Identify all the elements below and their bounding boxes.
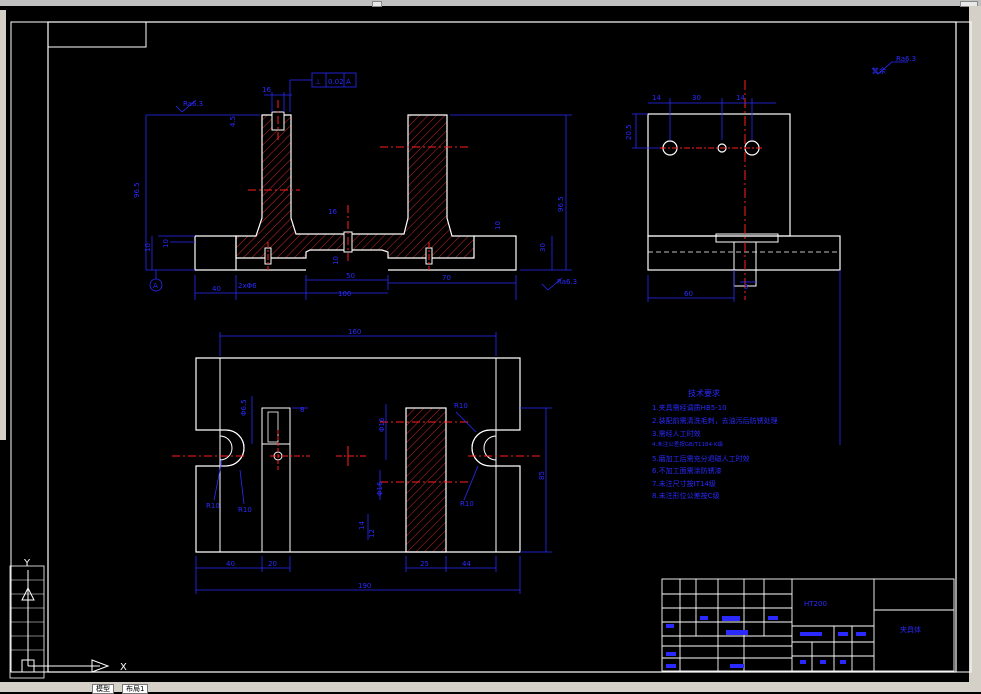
roughness-right: Ra6.3 xyxy=(557,278,577,286)
notes-title: 技术要求 xyxy=(688,388,720,398)
dim-right-25: 25 xyxy=(420,560,429,568)
top-section-hatch xyxy=(405,407,447,553)
dim-total-h-right: 96.5 xyxy=(557,196,565,212)
outer-border xyxy=(10,21,972,673)
front-view xyxy=(194,100,517,271)
dim-right-step: 10 xyxy=(494,221,502,230)
roughness-marks xyxy=(175,61,908,291)
dim-center-w: 50 xyxy=(346,272,355,280)
dim-r10d: R10 xyxy=(454,402,468,410)
dim-right-w: 70 xyxy=(442,274,451,282)
global-roughness-label: 其余 xyxy=(872,66,886,75)
tolerance-symbol: ⊥ xyxy=(315,78,321,86)
dim-top-slot: 16 xyxy=(262,86,271,94)
title-block-text: HT200 夹具体 xyxy=(666,600,921,668)
note-8: 8.未注形位公差按C级 xyxy=(652,491,720,500)
dim-left-40: 40 xyxy=(226,560,235,568)
dim-hole-b: Φ16 xyxy=(376,481,384,496)
bottom-tab-bar xyxy=(0,682,981,692)
technical-notes: 技术要求 1.夹具需经调质HB5-10 2.装配前需清洗毛刺，去油污后防锈处理 … xyxy=(652,388,778,500)
ucs-y: Y xyxy=(23,558,31,569)
global-roughness-value: Ra6.3 xyxy=(896,55,916,63)
dim-left-20: 20 xyxy=(268,560,277,568)
dim-top-w: 160 xyxy=(348,328,361,336)
left-foot xyxy=(194,235,237,271)
side-d3: 14 xyxy=(736,94,745,102)
vertical-scrollbar[interactable] xyxy=(969,6,981,682)
dim-mid-depth: 10 xyxy=(332,256,340,265)
dim-small-c: 14 xyxy=(358,521,366,530)
note-5: 5.磨加工后需充分退磁人工时效 xyxy=(652,454,750,463)
dim-left-small: 10 xyxy=(162,239,170,248)
dim-r10c: R10 xyxy=(460,500,474,508)
dim-r10a: R10 xyxy=(206,502,220,510)
dim-hole-a: Φ16 xyxy=(378,417,386,432)
side-dimensions xyxy=(632,98,841,445)
ucs-icon xyxy=(9,565,110,679)
dim-height-85: 85 xyxy=(538,471,546,480)
top-view xyxy=(172,357,540,553)
dim-small-a: 8 xyxy=(300,406,304,414)
tolerance-value: 0.02 xyxy=(328,78,344,86)
dim-holes: 2xΦ6 xyxy=(238,282,257,290)
top-dim-text: 160 190 40 20 25 44 85 R10 R10 R10 R10 Φ… xyxy=(206,328,546,590)
right-foot xyxy=(474,235,517,271)
front-section-hatch xyxy=(235,114,475,259)
side-view xyxy=(647,80,841,300)
tab-indicator[interactable] xyxy=(372,1,382,7)
title-block xyxy=(661,578,955,672)
dim-left-w: 40 xyxy=(212,285,221,293)
dim-total-h: 96.5 xyxy=(133,182,141,198)
note-1: 1.夹具需经调质HB5-10 xyxy=(652,403,727,412)
top-dimensions xyxy=(195,332,552,594)
note-7: 7.未注尺寸按IT14级 xyxy=(652,479,716,488)
left-palette-strip xyxy=(0,10,6,440)
side-d6: 5 xyxy=(744,283,748,291)
note-6: 6.不加工面需涂防锈漆 xyxy=(652,466,722,475)
dim-mid-slot: 16 xyxy=(328,208,337,216)
side-d1: 14 xyxy=(652,94,661,102)
note-2: 2.装配前需清洗毛刺，去油污后防锈处理 xyxy=(652,416,778,425)
side-dim-text: 14 30 14 20.5 60 5 xyxy=(625,94,748,298)
dim-bottom-w: 190 xyxy=(358,582,371,590)
side-d4: 20.5 xyxy=(625,124,633,140)
part-name: 夹具体 xyxy=(900,625,921,634)
note-3: 3.需经人工时效 xyxy=(652,429,701,438)
tolerance-ref: A xyxy=(346,78,351,86)
dim-right-44: 44 xyxy=(462,560,471,568)
dim-left-step: 10 xyxy=(144,243,152,252)
dim-r10b: R10 xyxy=(238,506,252,514)
front-dimensions xyxy=(145,72,572,300)
dim-d6-5: Φ6.5 xyxy=(240,399,248,416)
dim-small-b: 12 xyxy=(368,529,376,538)
side-d2: 30 xyxy=(692,94,701,102)
front-dim-text: 96.5 96.5 16 4.5 10 10 16 10 10 30 40 2x… xyxy=(133,78,577,298)
datum-label: A xyxy=(153,282,158,290)
dim-right-small: 30 xyxy=(539,243,547,252)
inner-border xyxy=(47,21,957,673)
material: HT200 xyxy=(804,600,827,608)
dim-middle: 100 xyxy=(338,290,351,298)
code-box xyxy=(47,21,147,48)
roughness-left: Ra6.3 xyxy=(183,100,203,108)
side-d5: 60 xyxy=(684,290,693,298)
note-4: 4.未注公差按GB/T1184-K级 xyxy=(652,440,724,448)
dim-top-depth: 4.5 xyxy=(229,116,237,127)
ucs-x: X xyxy=(120,662,127,673)
